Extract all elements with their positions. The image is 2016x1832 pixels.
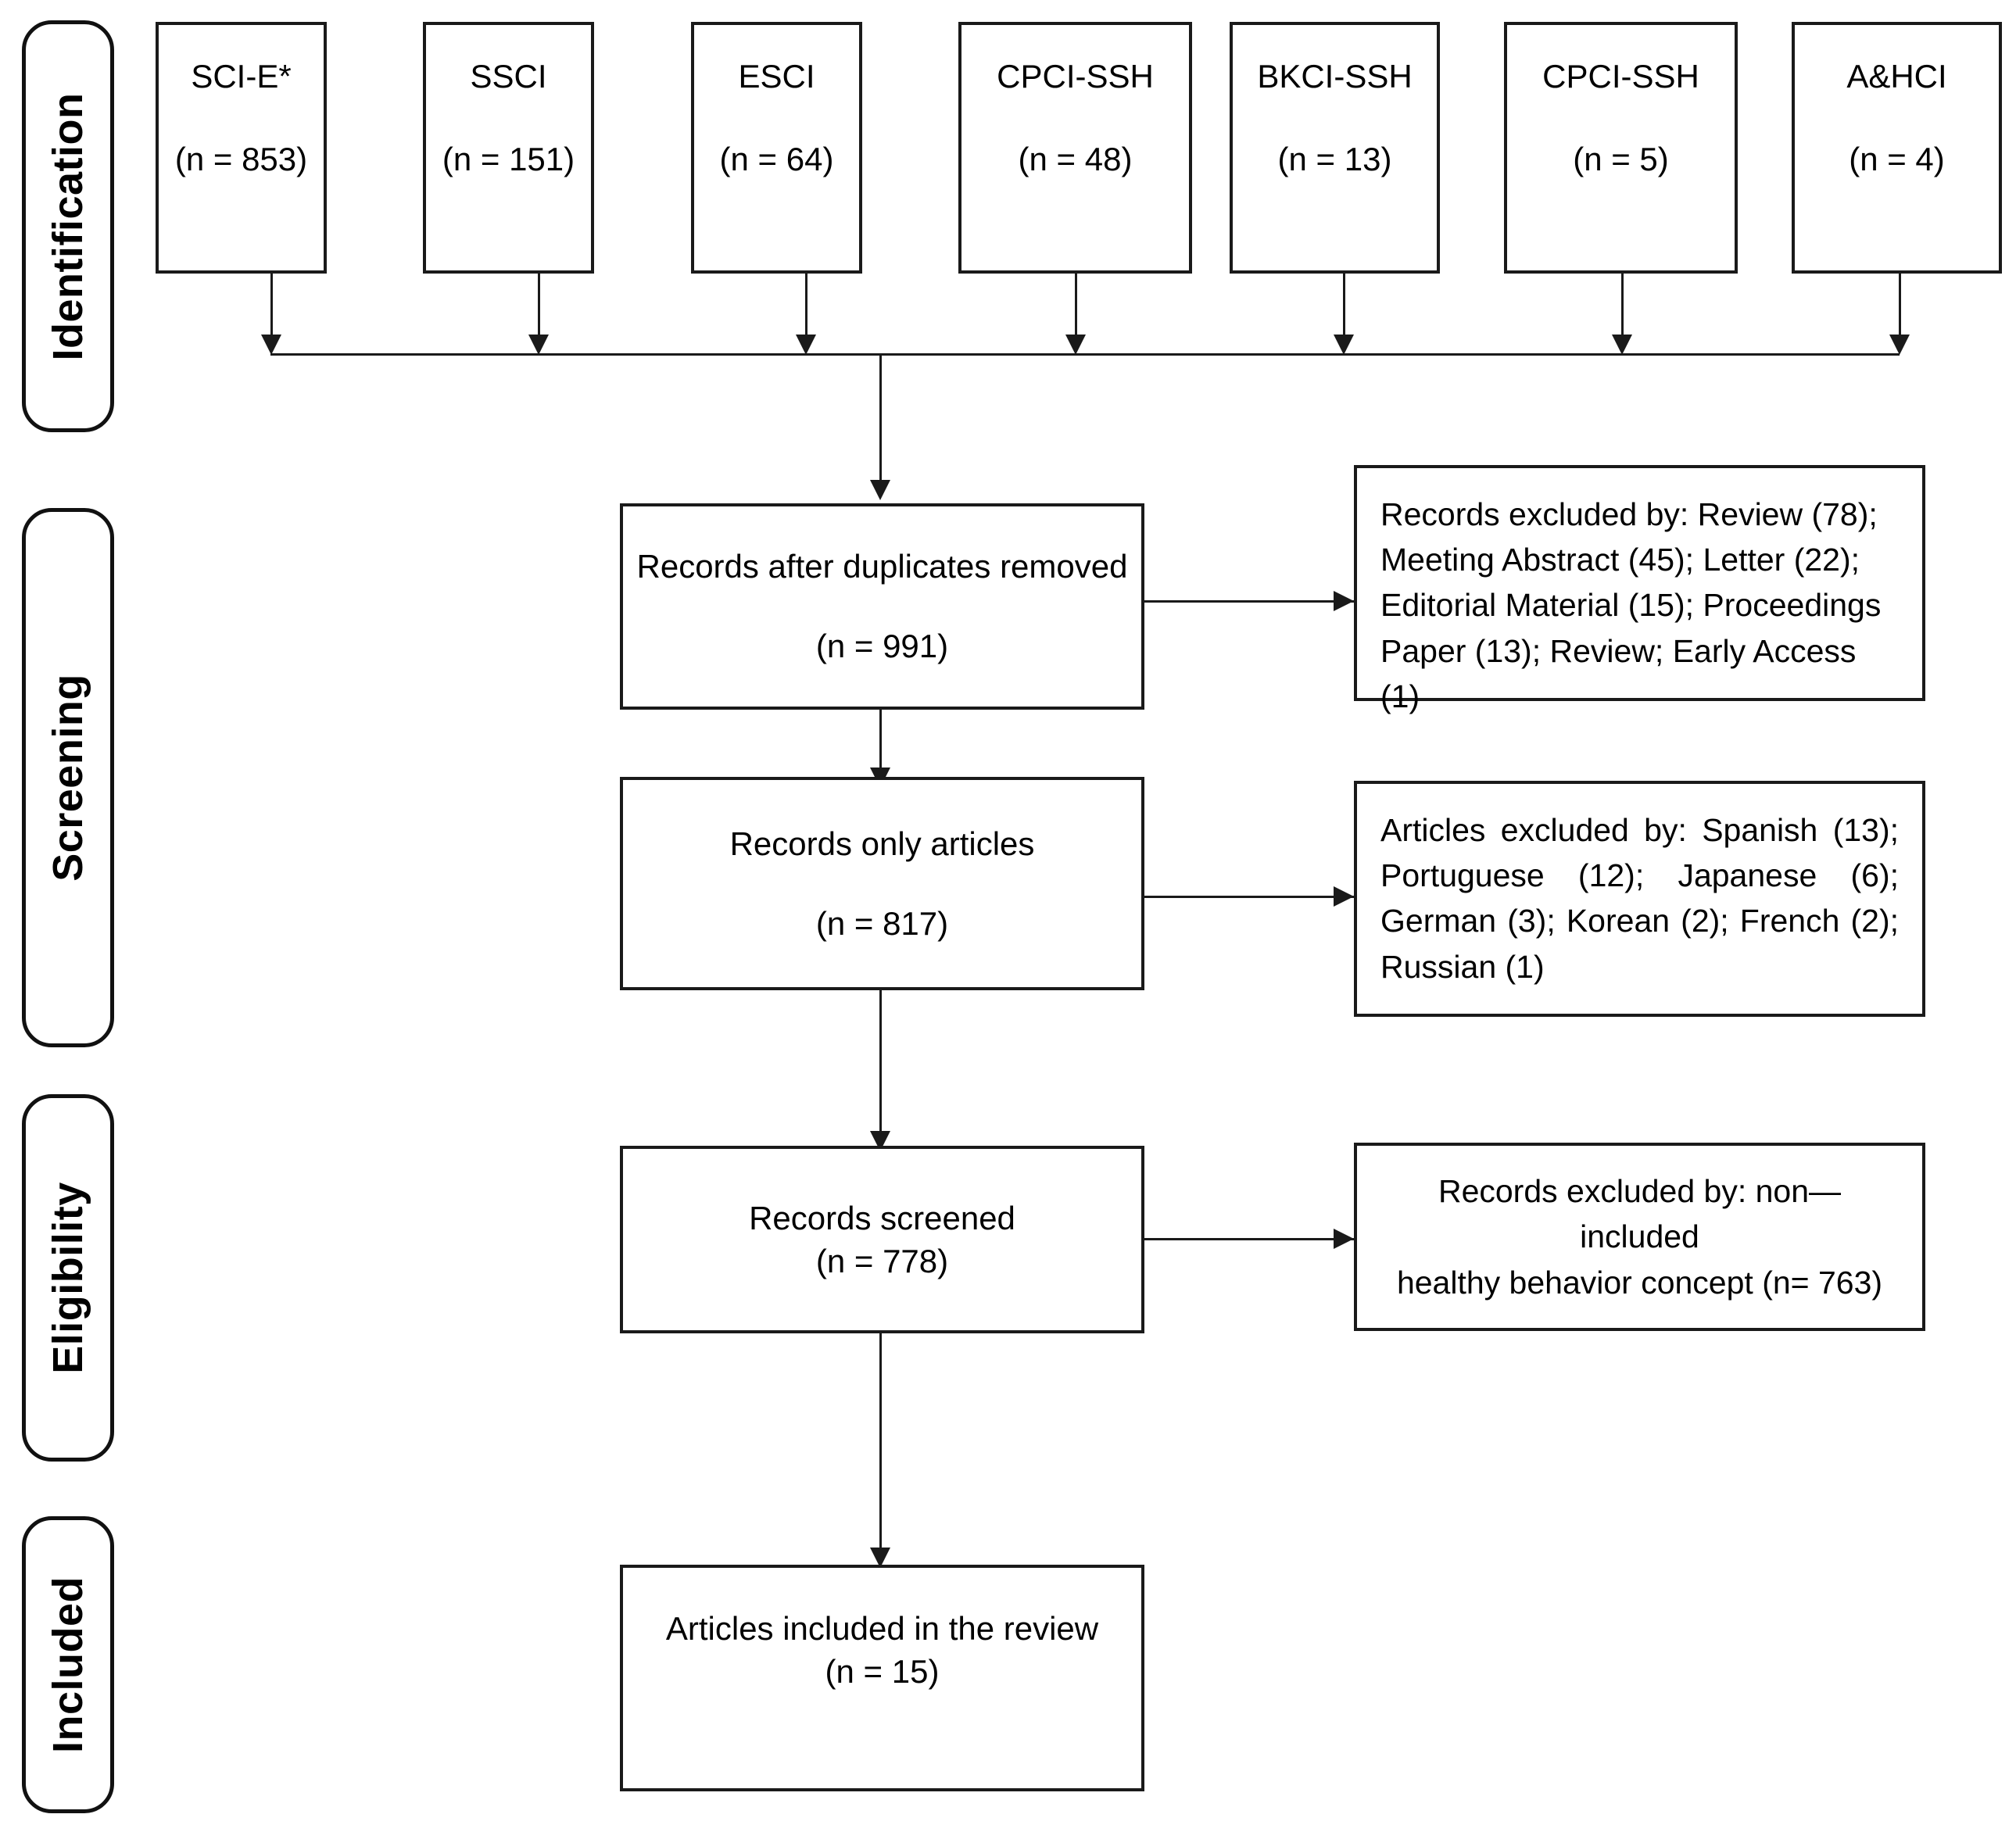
source-name-bkci-ssh: BKCI-SSH (1257, 58, 1413, 95)
source-box-ssci: SSCI (n = 151) (423, 22, 594, 274)
source-count-ahci: (n = 4) (1849, 141, 1945, 177)
exclusion-text-excluded-by-language: Articles excluded by: Spanish (13); Port… (1380, 812, 1899, 985)
connector-source-7-arrow (1889, 335, 1910, 355)
source-box-cpci-ssh-1: CPCI-SSH (n = 48) (958, 22, 1192, 274)
connector-exclusion-3-arrow (1334, 1229, 1354, 1249)
exclusion-text-excluded-by-concept-line-2: healthy behavior concept (n= 763) (1396, 1264, 1883, 1301)
flow-box-duplicates-removed: Records after duplicates removed (n = 99… (620, 503, 1144, 710)
source-count-bkci-ssh: (n = 13) (1277, 141, 1392, 177)
stage-pill-eligibility: Eligibility (22, 1094, 114, 1462)
stage-pill-identification: Identification (22, 20, 114, 432)
exclusion-box-excluded-by-concept: Records excluded by: non—included health… (1354, 1143, 1925, 1331)
flow-label-articles-included: Articles included in the review (665, 1610, 1099, 1647)
flow-label-records-screened: Records screened (749, 1199, 1015, 1236)
source-box-sci-e: SCI-E* (n = 853) (156, 22, 327, 274)
connector-source-6-line (1621, 274, 1624, 352)
connector-source-5-line (1343, 274, 1345, 352)
connector-flow-2-3-line (879, 990, 882, 1136)
merge-bus-line (270, 353, 1900, 356)
merge-drop-arrow (870, 480, 890, 500)
source-count-cpci-ssh-1: (n = 48) (1018, 141, 1133, 177)
source-name-ssci: SSCI (470, 58, 547, 95)
source-box-esci: ESCI (n = 64) (691, 22, 862, 274)
connector-flow-1-2-line (879, 710, 882, 772)
connector-exclusion-1-line (1144, 600, 1354, 603)
flow-box-articles-included: Articles included in the review (n = 15) (620, 1565, 1144, 1791)
source-count-ssci: (n = 151) (442, 141, 575, 177)
exclusion-text-excluded-by-type: Records excluded by: Review (78); Meetin… (1380, 496, 1882, 714)
connector-exclusion-2-arrow (1334, 886, 1354, 907)
exclusion-box-excluded-by-type: Records excluded by: Review (78); Meetin… (1354, 465, 1925, 714)
source-name-sci-e: SCI-E* (191, 58, 292, 95)
connector-source-2-line (538, 274, 540, 352)
source-count-sci-e: (n = 853) (174, 141, 308, 177)
flow-label-duplicates-removed: Records after duplicates removed (636, 548, 1128, 585)
connector-source-5-arrow (1334, 335, 1354, 355)
exclusion-text-excluded-by-concept-line-1: Records excluded by: non—included (1438, 1173, 1842, 1255)
merge-drop-line (879, 353, 882, 483)
connector-exclusion-3-line (1144, 1238, 1354, 1240)
source-name-cpci-ssh-2: CPCI-SSH (1542, 58, 1699, 95)
source-count-esci: (n = 64) (719, 141, 834, 177)
source-box-cpci-ssh-2: CPCI-SSH (n = 5) (1504, 22, 1738, 274)
source-box-bkci-ssh: BKCI-SSH (n = 13) (1230, 22, 1440, 274)
flow-count-only-articles: (n = 817) (815, 904, 949, 942)
connector-source-3-line (805, 274, 807, 352)
flow-count-articles-included: (n = 15) (825, 1653, 940, 1691)
exclusion-box-excluded-by-language: Articles excluded by: Spanish (13); Port… (1354, 781, 1925, 1017)
flow-box-only-articles: Records only articles (n = 817) (620, 777, 1144, 990)
connector-exclusion-1-arrow (1334, 591, 1354, 611)
stage-label-eligibility: Eligibility (45, 1182, 91, 1374)
source-name-ahci: A&HCI (1846, 58, 1947, 95)
connector-exclusion-2-line (1144, 896, 1354, 898)
connector-source-1-line (270, 274, 273, 352)
connector-source-6-arrow (1612, 335, 1632, 355)
stage-pill-included: Included (22, 1516, 114, 1813)
source-box-ahci: A&HCI (n = 4) (1792, 22, 2002, 274)
flow-box-records-screened: Records screened (n = 778) (620, 1146, 1144, 1333)
flow-label-only-articles: Records only articles (729, 825, 1035, 862)
stage-label-screening: Screening (45, 674, 91, 882)
stage-pill-screening: Screening (22, 508, 114, 1047)
connector-source-4-arrow (1065, 335, 1086, 355)
connector-source-3-arrow (796, 335, 816, 355)
connector-source-4-line (1075, 274, 1077, 352)
source-count-cpci-ssh-2: (n = 5) (1573, 141, 1669, 177)
connector-flow-3-4-line (879, 1333, 882, 1552)
connector-source-7-line (1899, 274, 1901, 352)
connector-flow-3-4-arrow (870, 1548, 890, 1568)
source-name-esci: ESCI (738, 58, 815, 95)
flow-count-records-screened: (n = 778) (815, 1243, 949, 1279)
stage-label-identification: Identification (45, 92, 91, 360)
stage-label-included: Included (45, 1576, 91, 1754)
source-name-cpci-ssh-1: CPCI-SSH (997, 58, 1154, 95)
connector-source-1-arrow (261, 335, 281, 355)
flow-count-duplicates-removed: (n = 991) (815, 628, 949, 664)
connector-source-2-arrow (528, 335, 549, 355)
